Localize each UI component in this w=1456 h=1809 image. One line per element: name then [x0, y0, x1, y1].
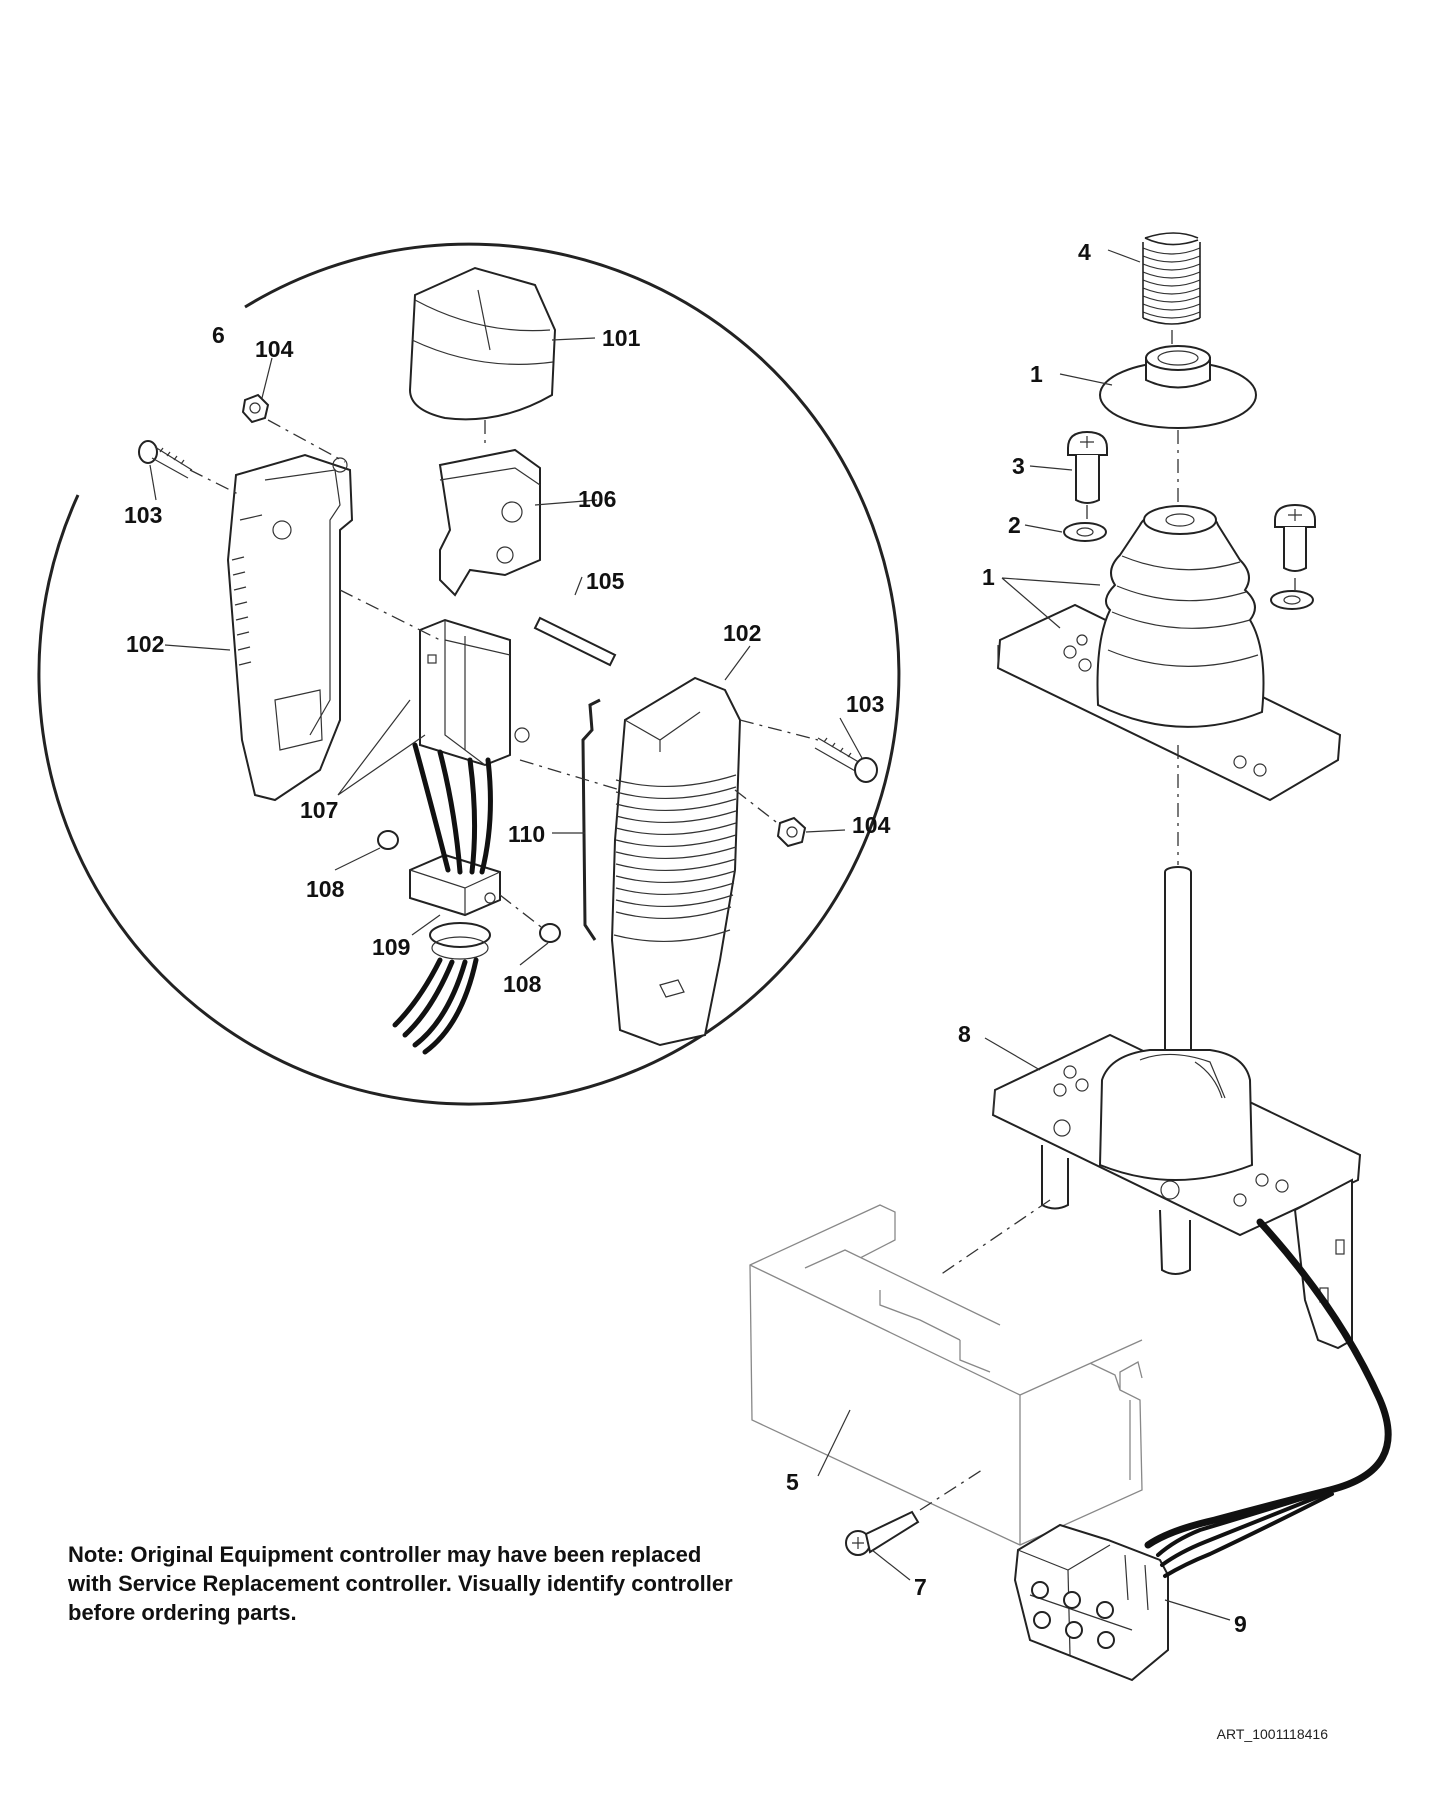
axis-lines-detail [189, 419, 819, 931]
callout-3: 3 [1012, 453, 1025, 479]
part-104-nut-top [241, 393, 270, 424]
part-9-connector [1013, 1523, 1169, 1682]
callout-labels: 4 1 3 2 1 8 5 7 9 6 104 101 103 106 105 … [124, 239, 1247, 1637]
detail-circle-handle [37, 242, 901, 1106]
part-104-nut-right [776, 816, 807, 848]
callout-104-right: 104 [852, 812, 891, 838]
part-1-boot-flange [1099, 345, 1257, 429]
part-screw-right-plate [1270, 503, 1316, 610]
callout-108-lower: 108 [503, 971, 542, 997]
callout-6: 6 [212, 322, 225, 348]
callout-103-left: 103 [124, 502, 162, 528]
part-107-switches [419, 618, 530, 767]
part-102-housing-right [610, 676, 742, 1047]
art-id-label: ART_1001118416 [1216, 1726, 1328, 1742]
part-102-housing-left [226, 453, 354, 802]
part-4-spring [1142, 232, 1201, 325]
callout-1-flange: 1 [1030, 361, 1043, 387]
note-line-3: before ordering parts. [68, 1600, 297, 1625]
callout-5: 5 [786, 1469, 799, 1495]
part-7-screw [845, 1510, 920, 1556]
leader-lines [149, 249, 1231, 1621]
callout-4: 4 [1078, 239, 1091, 265]
part-8-gimbal-base [991, 1033, 1362, 1350]
callout-102-right: 102 [723, 620, 761, 646]
callout-102-left: 102 [126, 631, 164, 657]
part-101-knob [408, 266, 557, 421]
part-108-setscrew-lower [539, 923, 561, 943]
callout-105: 105 [586, 568, 625, 594]
part-2-washer [1063, 522, 1107, 542]
note-line-1: Note: Original Equipment controller may … [68, 1542, 702, 1567]
part-3-screw [1067, 430, 1108, 504]
callout-7: 7 [914, 1574, 927, 1600]
part-1-boot-bellows [996, 505, 1342, 802]
part-103-screw-left [138, 440, 193, 479]
cable-harness-main [1144, 1218, 1392, 1578]
part-109-block [409, 853, 501, 960]
axis-lines-main [919, 330, 1296, 1511]
callout-108-upper: 108 [306, 876, 345, 902]
callout-106: 106 [578, 486, 616, 512]
callout-110: 110 [508, 821, 545, 847]
part-105-pin [533, 616, 617, 667]
wire-harness-handle [392, 742, 493, 1055]
callout-1-bellows: 1 [982, 564, 995, 590]
part-110-bracket [581, 698, 601, 941]
part-103-screw-right [814, 737, 878, 783]
callout-104-top: 104 [255, 336, 294, 362]
callout-9: 9 [1234, 1611, 1247, 1637]
callout-101: 101 [602, 325, 641, 351]
part-shaft [1164, 866, 1192, 1056]
callout-107: 107 [300, 797, 338, 823]
part-106-actuator [438, 448, 541, 597]
part-108-setscrew-upper [377, 830, 399, 850]
callout-109: 109 [372, 934, 410, 960]
note-line-2: with Service Replacement controller. Vis… [68, 1571, 733, 1596]
part-5-housing [749, 1204, 1143, 1546]
callout-2: 2 [1008, 512, 1021, 538]
ordering-note: Note: Original Equipment controller may … [68, 1540, 848, 1627]
callout-8: 8 [958, 1021, 971, 1047]
callout-103-right: 103 [846, 691, 884, 717]
